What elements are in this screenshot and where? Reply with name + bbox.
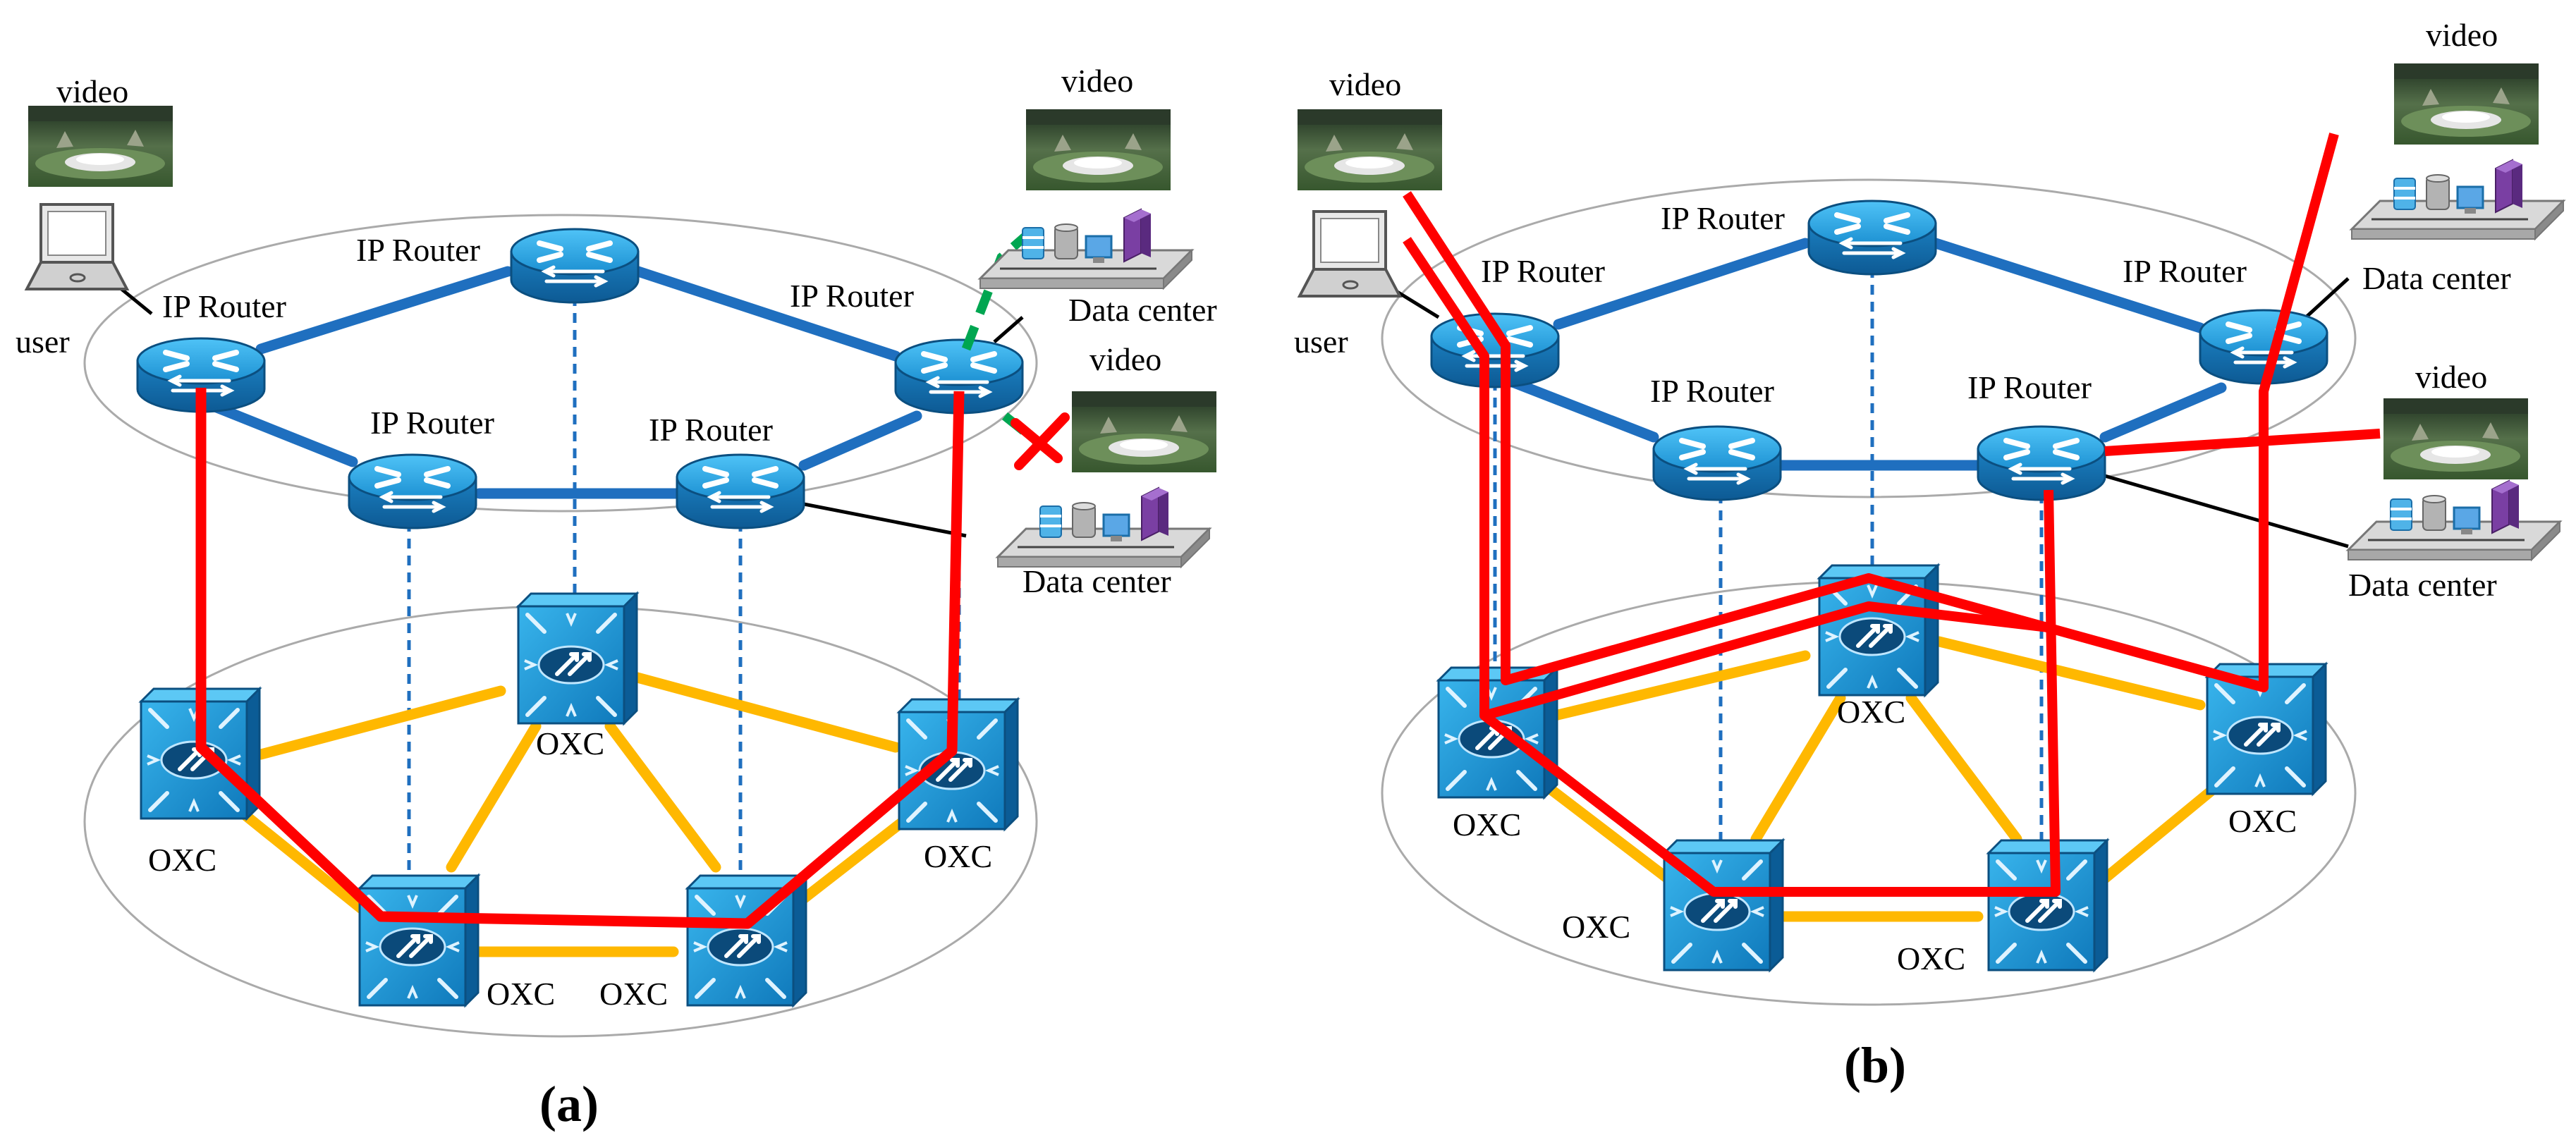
panel-a: IP Router IP Router IP Router IP Router … [16,63,1217,1132]
ip-router-a4 [349,455,476,528]
video-label: video [1061,63,1133,99]
oxc-label: OXC [487,976,555,1012]
laptop-icon-a [25,203,128,290]
ip-router-label: IP Router [1650,373,1774,409]
ip-router-a2 [511,229,638,302]
optical-links [234,671,922,957]
data-center-icon-b2 [2347,479,2561,561]
oxc-b5 [1989,840,2107,970]
failure-cross-icon [1011,412,1070,470]
video-thumbnail-b-dc1 [2394,63,2539,145]
lightpaths-b [1403,133,2381,897]
ip-router-b2 [1809,201,1936,274]
ip-links [206,266,922,499]
ip-router-label: IP Router [790,278,914,314]
optical-links [1532,636,2227,922]
panel-label-a: (a) [539,1076,599,1132]
oxc-a2 [518,594,637,723]
oxc-label: OXC [536,725,604,761]
video-label: video [1089,341,1161,377]
video-thumbnail-b-user [1298,109,1442,190]
ip-router-label: IP Router [370,405,494,441]
ip-router-label: IP Router [1967,369,2092,405]
ip-router-b3 [2200,310,2327,384]
oxc-label: OXC [1837,694,1905,730]
user-label: user [16,324,70,360]
oxc-label: OXC [148,842,216,878]
data-center-label: Data center [1023,563,1171,599]
ip-router-label: IP Router [1481,253,1605,289]
data-center-icon-b1 [2350,159,2565,240]
data-center-icon-a1 [979,208,1193,290]
oxc-a3 [899,699,1018,829]
access-links [1391,277,2350,548]
video-label: video [1329,66,1401,102]
oxc-label: OXC [1897,940,1965,976]
ip-router-label: IP Router [1661,200,1785,236]
ip-router-label: IP Router [2123,253,2247,289]
video-label: video [2426,17,2498,53]
ip-router-label: IP Router [162,288,286,324]
oxc-label: OXC [599,976,668,1012]
video-thumbnail-b-dc2 [2383,398,2528,479]
lightpath-a [195,388,965,929]
video-label: video [56,73,128,109]
panel-label-b: (b) [1844,1037,1906,1093]
data-center-icon-a2 [996,486,1211,568]
panel-b: IP Router IP Router IP Router IP Router … [1294,17,2565,1093]
oxc-a4 [360,876,478,1005]
ip-router-label: IP Router [356,232,480,268]
oxc-label: OXC [2228,803,2297,839]
oxc-b4 [1664,840,1783,970]
ip-router-b4 [1654,427,1781,500]
ip-router-label: IP Router [649,412,773,448]
oxc-label: OXC [1562,909,1630,945]
ip-layer-ring [1381,178,2357,498]
oxc-b1 [1439,668,1557,797]
oxc-label: OXC [1453,807,1521,842]
data-center-label: Data center [2348,567,2497,603]
user-label: user [1294,324,1348,360]
cross-layer-links [199,296,961,874]
data-center-label: Data center [2362,260,2511,296]
cross-layer-links [1493,268,2266,846]
video-thumbnail-a-dc2 [1072,391,1216,472]
ip-router-a5 [677,455,804,528]
video-thumbnail-a-user [28,106,173,187]
oxc-label: OXC [924,838,992,874]
laptop-icon-b [1298,210,1401,298]
ip-links [1503,238,2227,471]
data-center-label: Data center [1068,292,1217,328]
ip-router-b5 [1978,427,2105,500]
ip-layer-ring [83,214,1038,513]
video-label: video [2415,359,2487,395]
video-thumbnail-a-dc1 [1026,109,1171,190]
